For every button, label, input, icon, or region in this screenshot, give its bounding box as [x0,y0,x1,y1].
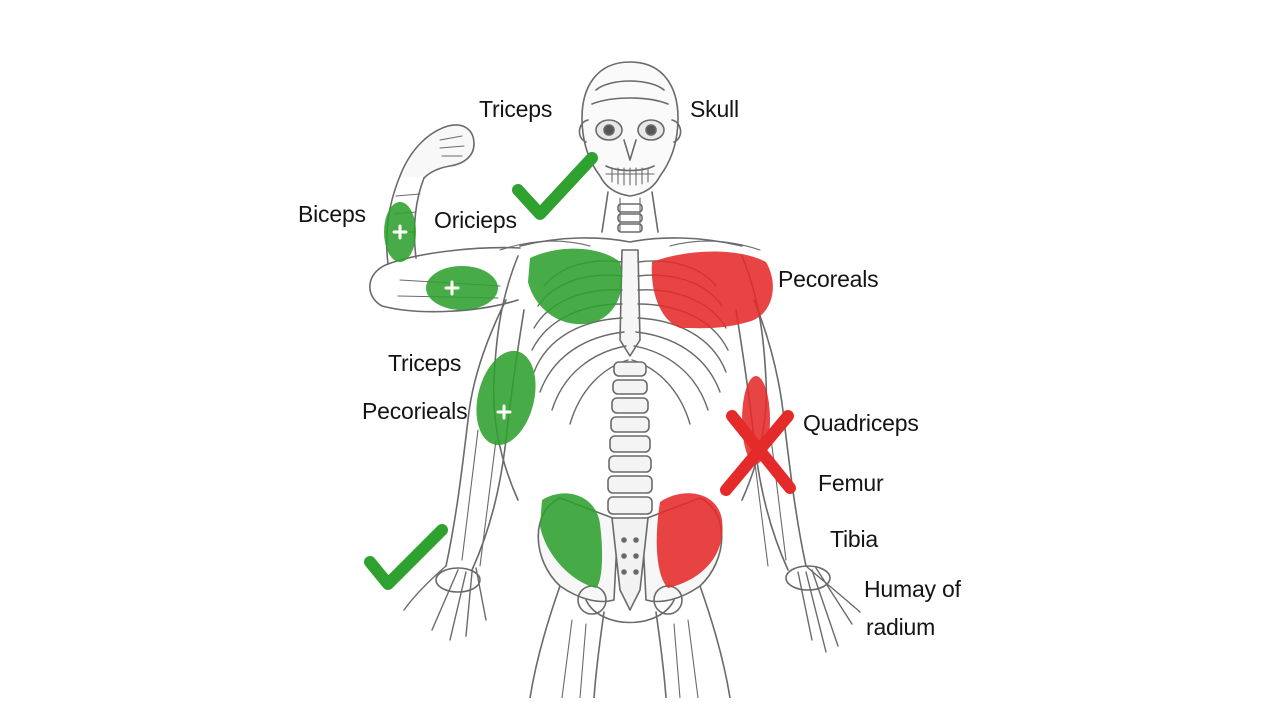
checkmark-icon [364,524,448,590]
plus-marks [392,224,512,420]
label-humay-line2: radium [866,614,936,640]
highlights [384,202,773,588]
plus-icon [392,224,408,240]
right-hip-highlight [656,493,723,588]
label-skull: Skull [690,96,739,122]
skull [578,61,682,197]
plus-icon [444,280,460,296]
clavicles [519,237,743,247]
label-femur: Femur [818,470,884,496]
label-triceps-top: Triceps [479,96,553,122]
label-pecoreals: Pecoreals [778,266,879,292]
cross-icon [720,410,796,496]
neck [601,191,659,233]
sternum [619,249,641,357]
upper-arm-highlight [426,266,498,310]
left-chest-highlight [528,248,623,325]
label-humay-line1: Humay of [864,576,961,602]
label-pecorieals: Pecorieals [362,398,468,424]
label-quadriceps: Quadriceps [803,410,919,436]
label-triceps-mid: Triceps [388,350,462,376]
plus-icon [496,404,512,420]
spine [607,361,653,515]
raised-arm [369,124,521,313]
label-tibia: Tibia [830,526,878,552]
checkmark-icon [512,152,598,220]
label-biceps: Biceps [298,201,366,227]
left-hip-highlight [540,493,603,588]
right-chest-highlight [651,251,773,329]
forearm-highlight [476,350,536,446]
label-oricieps: Oricieps [434,207,517,233]
legs [529,585,731,699]
